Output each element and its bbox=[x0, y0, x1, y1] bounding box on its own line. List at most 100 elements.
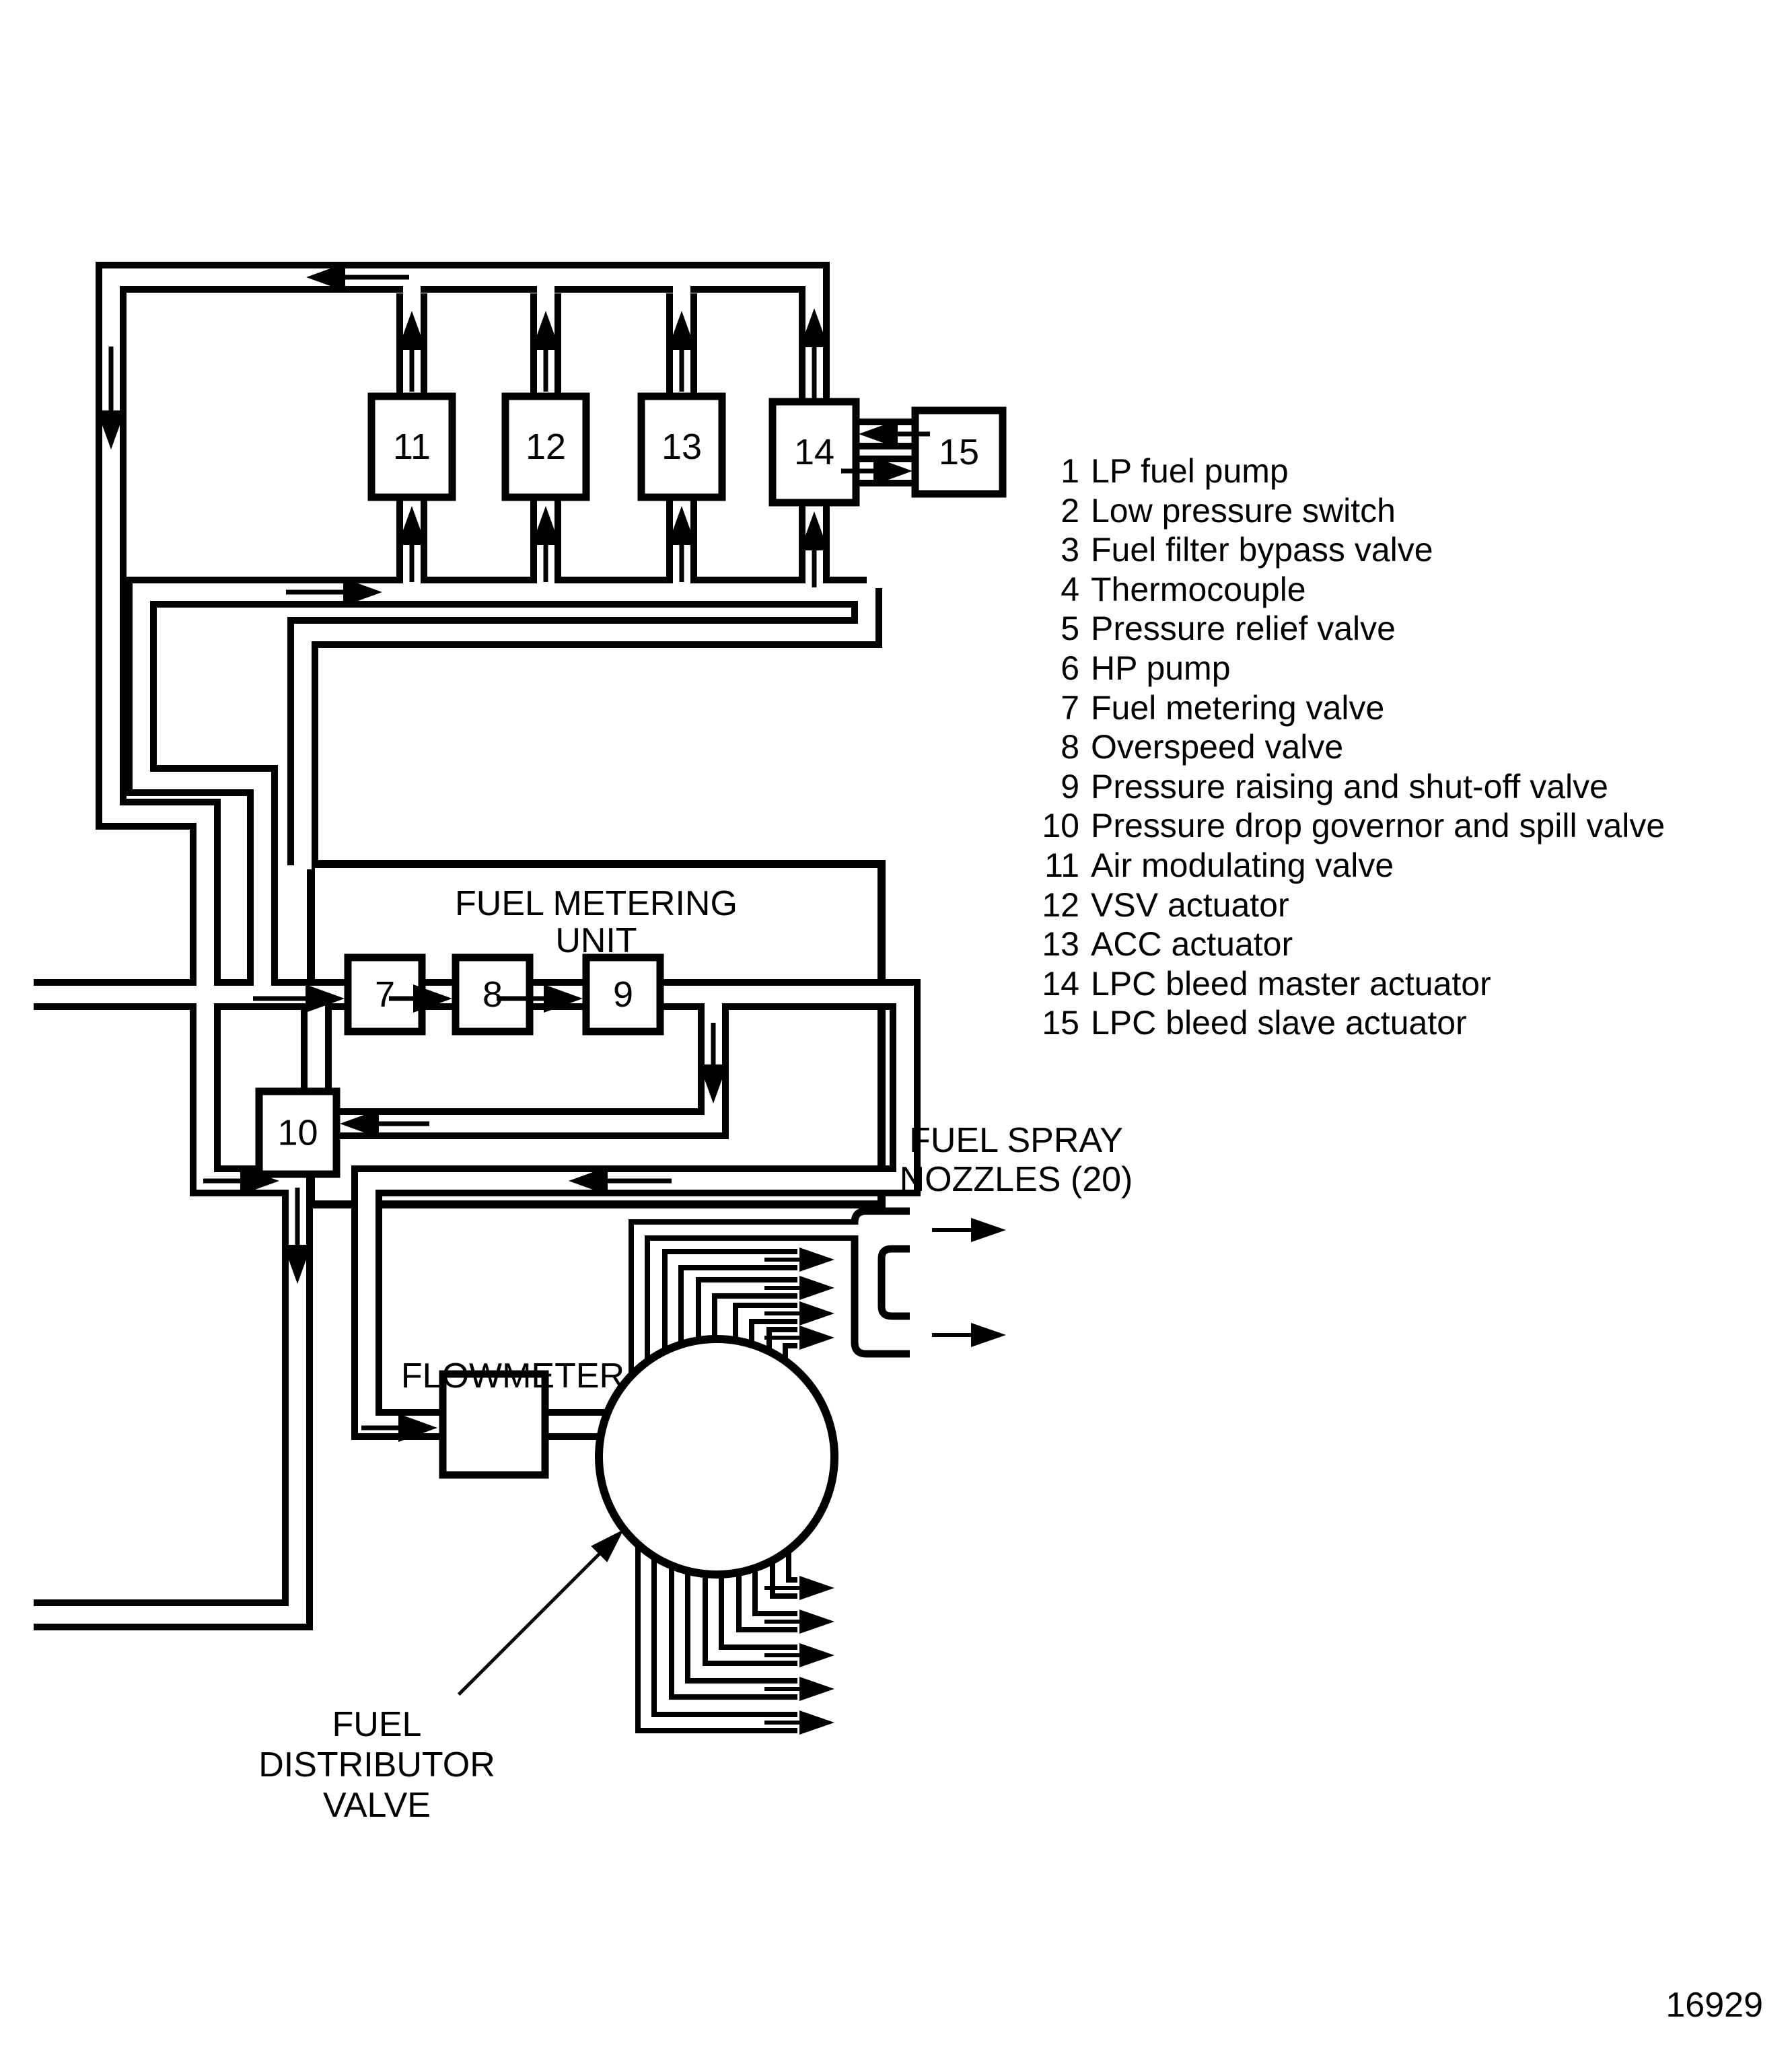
flow-8-to-9-arrow bbox=[497, 984, 583, 1013]
legend-item-number: 15 bbox=[1042, 1004, 1079, 1042]
spray-nozzle-fork-outer bbox=[851, 1207, 910, 1358]
spill-outlet-arrow bbox=[283, 1188, 312, 1284]
spray-nozzle-fork-divider bbox=[877, 1245, 910, 1320]
legend-item-15: 15 LPC bleed slave actuator bbox=[1042, 1003, 1665, 1043]
component-box-9-number: 9 bbox=[613, 974, 633, 1015]
legend-item-number: 5 bbox=[1061, 610, 1079, 648]
component-box-15-number: 15 bbox=[939, 432, 979, 472]
nozzle-fork-arrow bbox=[932, 1323, 1006, 1347]
fuel-distributor-valve-label-line2: DISTRIBUTOR bbox=[258, 1745, 495, 1784]
valve14-out-arrow bbox=[800, 308, 828, 400]
component-box-13 bbox=[637, 392, 726, 501]
legend-item-number: 4 bbox=[1061, 570, 1079, 608]
fuel-metering-unit-label-line2: UNIT bbox=[555, 921, 637, 960]
spill-outlet-line-channel bbox=[27, 1168, 306, 1624]
legend-item-3: 3 Fuel filter bypass valve bbox=[1042, 530, 1665, 570]
fuel-distributor-valve-label-line3: VALVE bbox=[323, 1786, 431, 1825]
legend-item-5: 5 Pressure relief valve bbox=[1042, 609, 1665, 649]
legend-item-number: 14 bbox=[1042, 964, 1079, 1003]
legend-item-label: HP pump bbox=[1091, 649, 1231, 687]
component-box-14-number: 14 bbox=[794, 432, 834, 472]
legend-item-label: LPC bleed master actuator bbox=[1091, 964, 1491, 1003]
flow-arrows bbox=[97, 263, 1006, 1735]
component-box-11 bbox=[367, 392, 456, 501]
actuator14-to-15-arrow bbox=[841, 457, 912, 485]
servo-feed-manifold-casing bbox=[126, 577, 867, 998]
valve14-in-arrow bbox=[800, 511, 828, 587]
legend-item-1: 1 LP fuel pump bbox=[1042, 451, 1665, 491]
flowmeter-box bbox=[439, 1370, 549, 1479]
fuel-distributor-valve-label-line1: FUEL bbox=[332, 1705, 422, 1744]
legend-item-number: 9 bbox=[1061, 767, 1079, 805]
nozzle-arrow bbox=[764, 1677, 834, 1701]
legend-item-label: Thermocouple bbox=[1091, 570, 1306, 608]
manifold-feed-arrow bbox=[286, 578, 382, 606]
nozzle-pipe-channel bbox=[668, 1254, 805, 1358]
legend-item-label: Pressure relief valve bbox=[1091, 610, 1396, 648]
valve13-out-arrow bbox=[668, 311, 696, 392]
distributor-valve-leader-arrow bbox=[457, 1529, 624, 1696]
legend-item-number: 3 bbox=[1061, 531, 1079, 569]
component-box-10 bbox=[255, 1087, 341, 1178]
flow-7-to-8-arrow bbox=[389, 984, 452, 1013]
nozzle-arrow bbox=[764, 1643, 834, 1667]
legend-item-label: Pressure drop governor and spill valve bbox=[1091, 807, 1665, 845]
nozzle-arrow bbox=[764, 1248, 834, 1272]
legend-item-number: 1 bbox=[1061, 452, 1079, 490]
component-box-8 bbox=[452, 953, 534, 1036]
component-box-10-number: 10 bbox=[277, 1113, 318, 1153]
legend-item-label: Fuel filter bypass valve bbox=[1091, 531, 1433, 569]
nozzle-pipe-channel bbox=[634, 1225, 863, 1378]
nozzle-arrow bbox=[764, 1610, 834, 1634]
legend-item-number: 12 bbox=[1042, 885, 1079, 924]
nozzle-arrow bbox=[764, 1710, 834, 1735]
valve13-in-arrow bbox=[668, 506, 696, 582]
legend-item-label: LPC bleed slave actuator bbox=[1091, 1004, 1467, 1042]
component-box-7 bbox=[344, 953, 426, 1036]
into-flowmeter-arrow bbox=[361, 1414, 437, 1442]
legend-item-label: ACC actuator bbox=[1091, 925, 1293, 964]
valve12-in-arrow bbox=[532, 506, 560, 582]
component-box-11-number: 11 bbox=[393, 427, 431, 467]
valve11-out-arrow bbox=[398, 311, 426, 392]
legend-item-2: 2 Low pressure switch bbox=[1042, 491, 1665, 531]
component-box-7-number: 7 bbox=[375, 974, 395, 1015]
component-box-14 bbox=[768, 398, 860, 507]
fuel-spray-nozzles-label-line2: NOZZLES (20) bbox=[900, 1160, 1133, 1199]
spill-into-10-arrow bbox=[340, 1110, 429, 1138]
component-box-15 bbox=[911, 406, 1007, 498]
legend-item-8: 8 Overspeed valve bbox=[1042, 727, 1665, 767]
component-box-8-number: 8 bbox=[482, 974, 503, 1015]
nozzle-pipe-channel bbox=[641, 1542, 805, 1728]
legend-item-label: Fuel metering valve bbox=[1091, 688, 1385, 727]
actuator15-to-14-arrow bbox=[859, 420, 930, 448]
flowmeter-label: FLOWMETER bbox=[401, 1357, 624, 1396]
servo-riser-pipe-channel bbox=[294, 584, 875, 869]
spill-down-arrow bbox=[699, 1023, 727, 1104]
fuel-spray-nozzles-label-line1: FUEL SPRAY bbox=[909, 1121, 1123, 1160]
component-box-9 bbox=[582, 953, 664, 1036]
metered-flow-arrow bbox=[569, 1167, 672, 1195]
legend-item-number: 2 bbox=[1061, 491, 1079, 530]
legend-item-4: 4 Thermocouple bbox=[1042, 570, 1665, 610]
valve12-out-arrow bbox=[532, 311, 560, 392]
nozzle-arrow bbox=[764, 1301, 834, 1326]
valve11-in-arrow bbox=[398, 506, 426, 582]
legend-item-label: Overspeed valve bbox=[1091, 728, 1344, 766]
legend-item-label: LP fuel pump bbox=[1091, 452, 1289, 490]
servo-feed-manifold-channel bbox=[133, 583, 869, 1003]
fuel-metering-unit-label-line1: FUEL METERING bbox=[455, 884, 738, 923]
legend-item-number: 8 bbox=[1061, 728, 1079, 766]
nozzle-arrow bbox=[764, 1326, 834, 1350]
return-jog-arrow bbox=[203, 1167, 279, 1195]
legend-item-number: 11 bbox=[1044, 846, 1079, 884]
legend-item-label: Low pressure switch bbox=[1091, 491, 1396, 530]
